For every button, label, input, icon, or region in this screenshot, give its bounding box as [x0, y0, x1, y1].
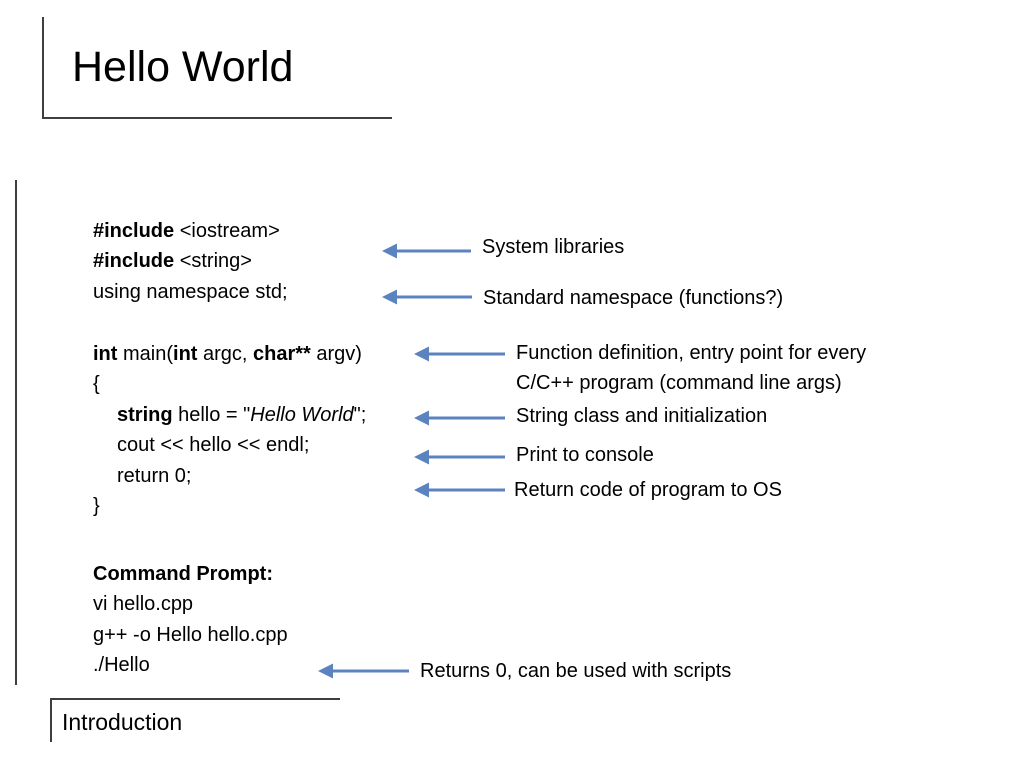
code-text: main( — [117, 343, 174, 365]
code-line-include-string: #include <string> — [93, 246, 252, 276]
command-line-vi: vi hello.cpp — [93, 593, 194, 615]
code-line-main: int main(int argc, char** argv) — [93, 339, 362, 369]
footer-section-label: Introduction — [62, 709, 183, 735]
code-text: "; — [353, 404, 367, 426]
code-keyword: int — [173, 343, 198, 365]
note-returns-zero: Returns 0, can be used with scripts — [420, 660, 732, 682]
title-bottom-rule — [42, 117, 392, 119]
code-line-close-brace: } — [93, 495, 100, 517]
code-keyword: #include — [93, 250, 175, 272]
note-function-definition-line1: Function definition, entry point for eve… — [516, 342, 867, 364]
code-keyword: #include — [93, 220, 175, 242]
footer-left-rule — [50, 698, 52, 742]
code-line-open-brace: { — [93, 373, 100, 395]
note-return-code: Return code of program to OS — [514, 479, 782, 501]
slide-title: Hello World — [72, 43, 294, 91]
code-text: cout << hello << endl; — [117, 434, 310, 456]
code-text: return 0; — [117, 465, 192, 487]
note-standard-namespace: Standard namespace (functions?) — [483, 287, 784, 309]
note-string-class: String class and initialization — [516, 405, 768, 427]
code-line-return: return 0; — [93, 461, 191, 491]
code-line-include-iostream: #include <iostream> — [93, 216, 280, 246]
code-text: argv) — [310, 343, 362, 365]
code-keyword: string — [117, 404, 173, 426]
note-print-console: Print to console — [516, 444, 654, 466]
code-line-namespace: using namespace std; — [93, 281, 288, 303]
content-left-rule — [15, 180, 17, 685]
code-line-string-decl: string hello = "Hello World"; — [93, 400, 366, 430]
code-text: hello = " — [172, 404, 251, 426]
code-text: <iostream> — [174, 220, 280, 242]
command-line-compile: g++ -o Hello hello.cpp — [93, 624, 288, 646]
code-text: argc, — [197, 343, 254, 365]
note-function-definition-line2: C/C++ program (command line args) — [516, 372, 842, 394]
footer-top-rule — [50, 698, 340, 700]
code-text: <string> — [174, 250, 252, 272]
command-prompt-heading-text: Command Prompt: — [93, 563, 273, 585]
code-keyword: char** — [253, 343, 311, 365]
title-left-rule — [42, 17, 44, 117]
code-line-cout: cout << hello << endl; — [93, 430, 309, 460]
code-string-literal: Hello World — [250, 404, 354, 426]
command-line-run: ./Hello — [93, 654, 150, 676]
note-system-libraries: System libraries — [482, 236, 625, 258]
code-keyword: int — [93, 343, 118, 365]
command-prompt-heading: Command Prompt: — [93, 559, 273, 589]
